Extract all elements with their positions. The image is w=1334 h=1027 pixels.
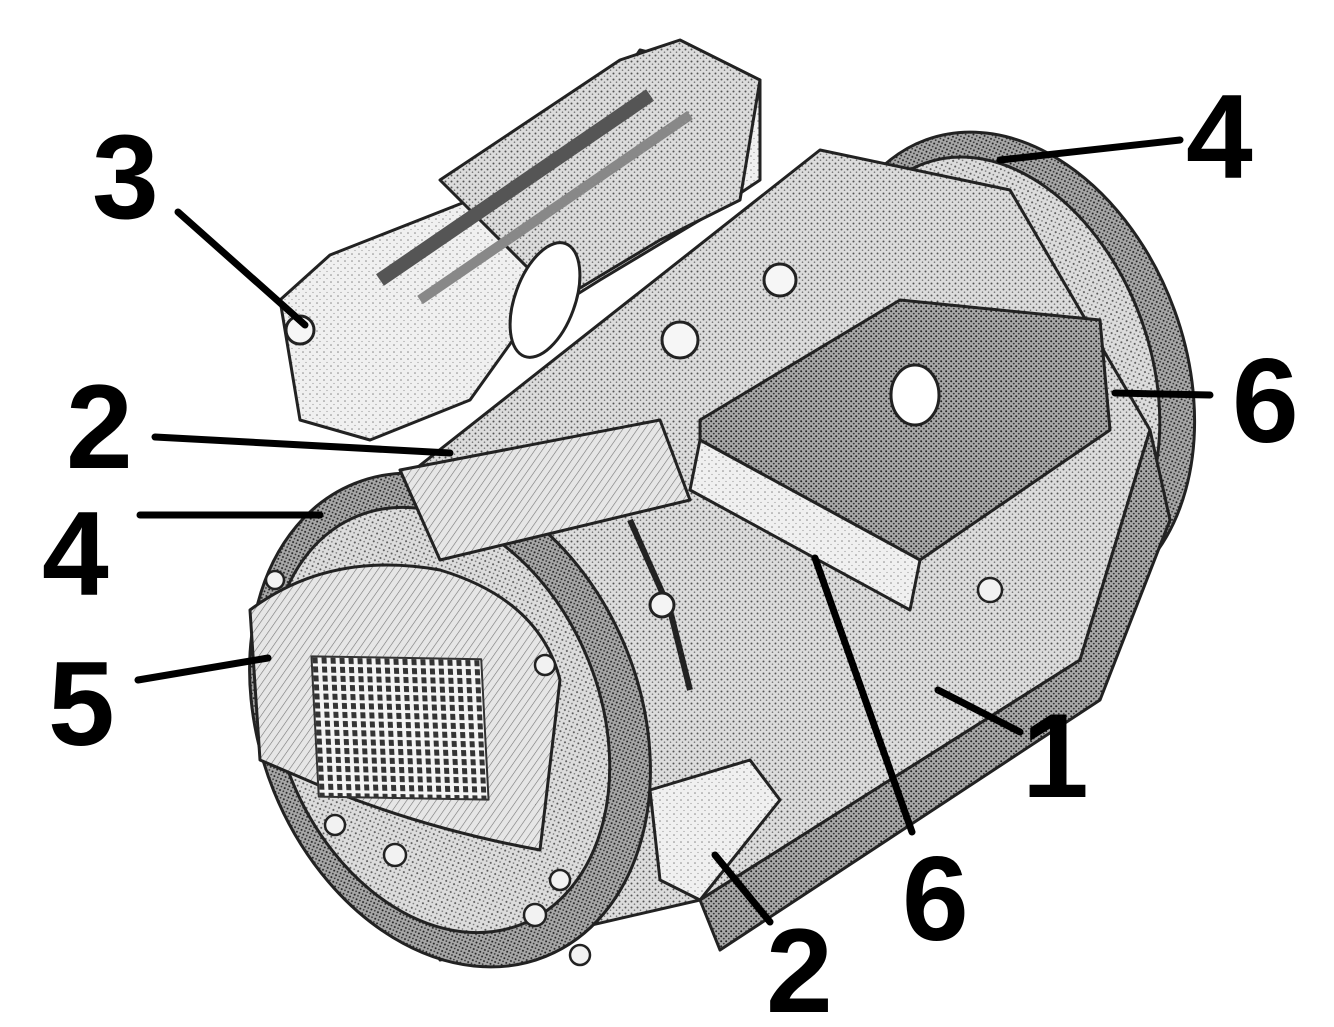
shield-bolt — [382, 842, 408, 868]
shield-bolt — [976, 576, 1004, 604]
callout-2-upper: 2 — [66, 360, 133, 494]
leader-5 — [134, 654, 272, 684]
callout-2-lower: 2 — [766, 904, 833, 1027]
shield-bolt — [264, 569, 286, 591]
top-plate-face — [688, 438, 922, 612]
leader-1 — [934, 686, 1024, 736]
leader-3 — [174, 208, 309, 329]
callout-4-right: 4 — [1186, 70, 1253, 204]
bracket-bolt-2 — [762, 262, 798, 298]
axle-rod-2 — [417, 110, 693, 305]
callout-labels: 3 2 4 5 4 6 1 6 2 — [42, 70, 1299, 1027]
callout-3: 3 — [92, 110, 159, 244]
leader-4-right — [996, 136, 1184, 164]
callout-5: 5 — [48, 637, 115, 771]
leader-6-lower — [811, 554, 916, 836]
top-plate-hole — [889, 363, 941, 427]
bracket-bolt-3 — [660, 320, 700, 360]
shield-bolt — [533, 653, 557, 677]
shield-bolt — [323, 813, 347, 837]
callout-6-right: 6 — [1232, 334, 1299, 468]
leader-2-upper — [151, 433, 454, 457]
commutator-band — [398, 418, 692, 562]
cover-grille — [310, 655, 490, 801]
bracket-bore — [508, 241, 582, 359]
leader-6-right — [1111, 389, 1214, 399]
callout-1: 1 — [1022, 689, 1089, 823]
axle-rod — [376, 89, 654, 286]
cable-terminal — [648, 591, 676, 619]
leader-lines — [134, 136, 1214, 926]
callout-4-left: 4 — [42, 487, 109, 621]
shield-bolt — [522, 902, 548, 928]
shield-bolts — [264, 569, 1004, 967]
shield-bolt — [548, 868, 572, 892]
lower-cover — [648, 758, 782, 902]
motor-illustration — [248, 38, 1197, 969]
callout-6-lower: 6 — [902, 832, 969, 966]
shield-bolt — [568, 943, 592, 967]
leader-2-lower — [711, 851, 774, 926]
